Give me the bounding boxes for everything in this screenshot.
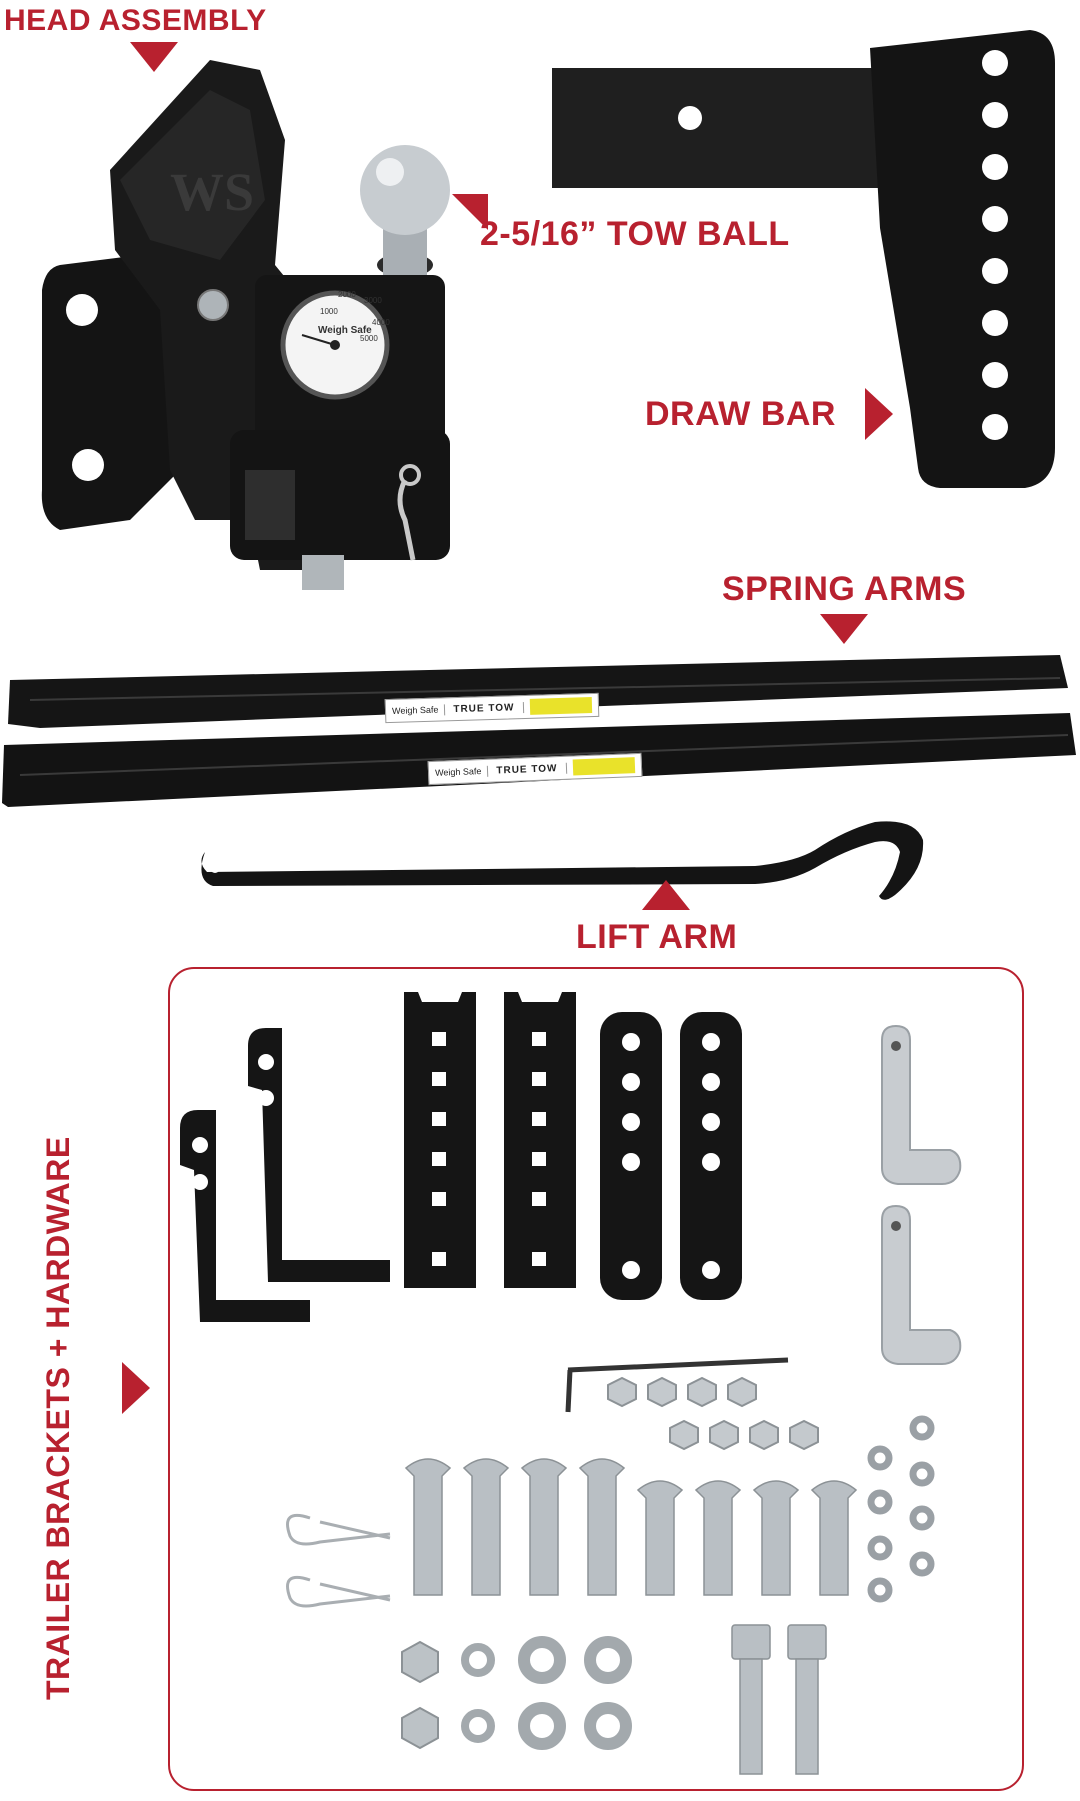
svg-text:WS: WS (170, 162, 254, 222)
trailer-brackets-arrow (122, 1362, 150, 1414)
hardware-image (180, 992, 962, 1775)
gauge-brand-text: Weigh Safe (318, 325, 372, 336)
sticker-logo-lower: TRUE TOW (487, 762, 567, 777)
sticker-brand-lower: Weigh Safe (434, 766, 482, 778)
spring-arms-arrow (820, 614, 868, 644)
head-assembly-arrow (130, 42, 178, 72)
spring-arms-label: SPRING ARMS (722, 570, 967, 608)
head-assembly-image: WS (41, 60, 450, 590)
tow-ball-label: 2-5/16” TOW BALL (480, 215, 790, 253)
gauge-scale-3000: 3000 (364, 296, 382, 305)
draw-bar-image (552, 30, 1055, 488)
gauge-scale-2000: 2000 (338, 290, 356, 299)
lift-arm-label: LIFT ARM (576, 918, 738, 956)
spring-arm-upper (8, 655, 1068, 728)
lift-arm-image (201, 821, 924, 900)
sticker-warning-lower (572, 757, 635, 776)
head-assembly-label: HEAD ASSEMBLY (4, 4, 267, 37)
gauge-scale-1000: 1000 (320, 307, 338, 316)
tow-ball-arrow (452, 194, 488, 230)
draw-bar-arrow (865, 388, 893, 440)
gauge-scale-4000: 4000 (372, 318, 390, 327)
draw-bar-label: DRAW BAR (645, 395, 836, 433)
lift-arm-arrow (642, 880, 690, 910)
gauge-scale-5000: 5000 (360, 334, 378, 343)
hardware-frame (168, 967, 1024, 1791)
trailer-brackets-label: TRAILER BRACKETS + HARDWARE (40, 1136, 76, 1700)
